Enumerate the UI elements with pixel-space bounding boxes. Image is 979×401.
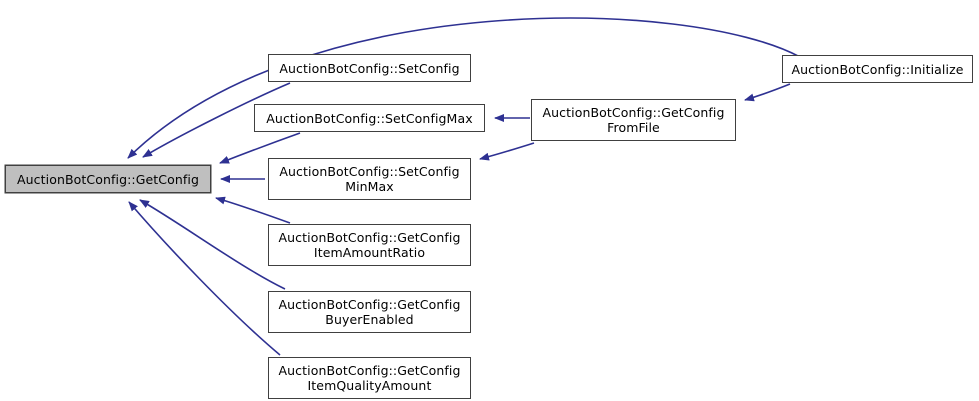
graph-node-label: AuctionBotConfig::GetConfig FromFile <box>542 105 725 135</box>
graph-node-label: AuctionBotConfig::SetConfigMax <box>266 110 473 126</box>
edge-initialize-to-getconfigfromfile <box>744 83 791 102</box>
graph-node-setconfigmax[interactable]: AuctionBotConfig::SetConfigMax <box>254 104 485 132</box>
graph-node-label: AuctionBotConfig::GetConfig ItemAmountRa… <box>278 230 461 260</box>
graph-node-getconfigitemqualityamount[interactable]: AuctionBotConfig::GetConfig ItemQualityA… <box>268 357 471 399</box>
edge-getconfigfromfile-to-setconfigminmax <box>479 142 535 161</box>
graph-node-getconfigbuyerenabled[interactable]: AuctionBotConfig::GetConfig BuyerEnabled <box>268 291 471 333</box>
graph-node-getconfigitemamountratio[interactable]: AuctionBotConfig::GetConfig ItemAmountRa… <box>268 224 471 266</box>
graph-node-label: AuctionBotConfig::SetConfig <box>279 60 460 76</box>
graph-node-getconfig[interactable]: AuctionBotConfig::GetConfig <box>5 165 211 193</box>
edge-getconfigbuyerenabled-to-getconfig <box>139 199 286 290</box>
graph-node-label: AuctionBotConfig::GetConfig ItemQualityA… <box>278 363 461 393</box>
graph-node-setconfig[interactable]: AuctionBotConfig::SetConfig <box>268 54 471 82</box>
graph-node-label: AuctionBotConfig::SetConfig MinMax <box>279 164 460 194</box>
graph-node-label: AuctionBotConfig::GetConfig <box>16 171 200 187</box>
edge-getconfigitemqualityamount-to-getconfig <box>128 201 281 356</box>
graph-node-label: AuctionBotConfig::GetConfig BuyerEnabled <box>278 297 461 327</box>
graph-node-label: AuctionBotConfig::Initialize <box>791 61 964 77</box>
graph-node-initialize[interactable]: AuctionBotConfig::Initialize <box>782 55 973 83</box>
graph-node-getconfigfromfile[interactable]: AuctionBotConfig::GetConfig FromFile <box>531 99 736 141</box>
graph-node-setconfigminmax[interactable]: AuctionBotConfig::SetConfig MinMax <box>268 158 471 200</box>
edge-getconfigitemamountratio-to-getconfig <box>215 196 291 224</box>
